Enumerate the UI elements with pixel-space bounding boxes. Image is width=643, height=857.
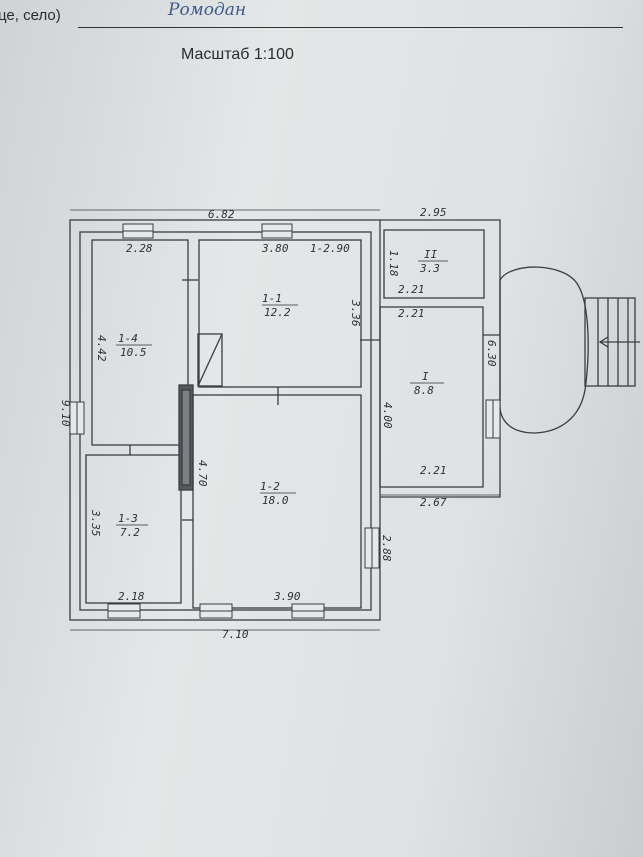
room-II-outline (383, 229, 485, 299)
room-I-outline (379, 306, 484, 488)
dim-vestibule-right: 6.30 (485, 340, 498, 367)
settlement-name: Ромодан (168, 0, 247, 20)
header: це, село) Ромодан (0, 0, 643, 40)
room-1-number: 1-1 (262, 292, 282, 305)
room-2-outline (192, 394, 362, 609)
room-1-outline (198, 239, 362, 388)
dim-room-2-bottom: 3.90 (273, 590, 301, 603)
scale-label: Масштаб 1:100 (181, 46, 294, 63)
dim-bottom-overall: 7.10 (222, 628, 249, 641)
dim-porch-top: 2.95 (420, 206, 447, 219)
room-4-area: 10.5 (120, 346, 147, 359)
closet (197, 333, 223, 387)
dim-room-4-side: 4.42 (95, 335, 108, 362)
dim-right-side-b: 2.88 (380, 535, 393, 562)
dim-vestibule-top-a: 2.21 (398, 283, 425, 296)
room-3-area: 7.2 (120, 526, 140, 539)
room-4-number: 1-4 (118, 332, 138, 345)
room-2-number: 1-2 (260, 480, 280, 493)
dim-room-3-bottom: 2.18 (118, 590, 145, 603)
room-4-outline (91, 239, 189, 446)
room-3-number: 1-3 (118, 512, 138, 525)
inner-wall (79, 231, 372, 611)
dim-room-3-side: 3.35 (89, 509, 102, 537)
dim-vestibule-top-b: 2.21 (398, 307, 425, 320)
room-II-number: II (424, 248, 438, 261)
dim-room-1-top-b: 1-2.90 (310, 242, 350, 255)
room-II-area: 3.3 (419, 262, 440, 275)
outer-wall (69, 219, 381, 621)
room-1-area: 12.2 (264, 306, 291, 319)
settlement-label: це, село) (0, 7, 61, 24)
room-I-number: I (422, 370, 429, 383)
dim-top-overall: 6.82 (208, 208, 235, 221)
dim-annex-bottom: 2.67 (420, 496, 447, 509)
dim-vestibule-bottom: 2.21 (420, 464, 447, 477)
porch (499, 266, 589, 434)
room-2-area: 18.0 (262, 494, 289, 507)
dim-left-overall: 9.10 (59, 400, 72, 427)
room-3-outline (85, 454, 182, 604)
dim-annex-side: 1.18 (387, 250, 400, 277)
dim-room-1-side: 3.36 (349, 299, 362, 327)
dim-room-1-top: 3.80 (261, 242, 289, 255)
dim-room-2-side: 4.70 (196, 460, 209, 487)
room-I-area: 8.8 (414, 384, 434, 397)
dim-right-side-a: 4.00 (381, 402, 394, 429)
dim-room-4-top: 2.28 (126, 242, 153, 255)
settlement-underline (78, 27, 623, 28)
stove-inner (181, 389, 191, 486)
